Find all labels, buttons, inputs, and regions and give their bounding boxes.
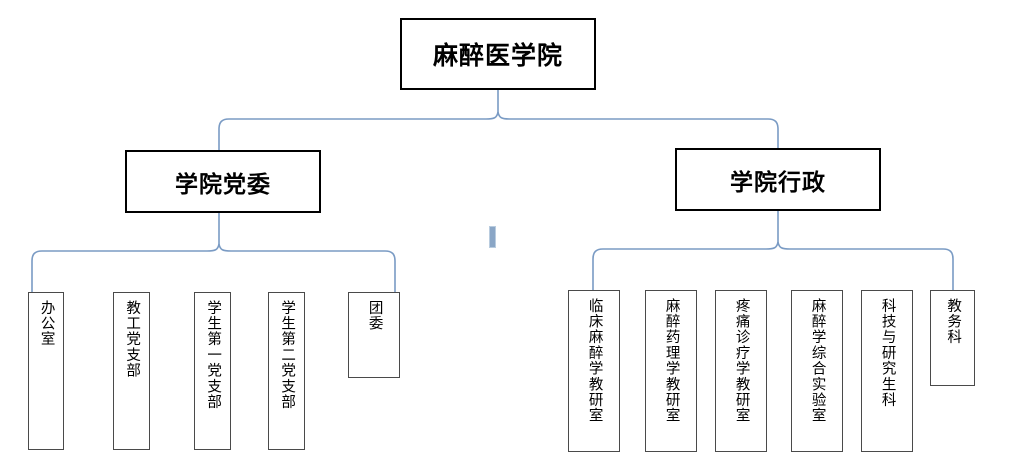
connector-administration-bus-left [592, 241, 779, 290]
node-student-first-party-branch[interactable]: 学生第一党支部 [194, 292, 231, 450]
node-party-committee-label: 学院党委 [175, 171, 271, 197]
node-anesthetic-pharmacology-teaching-room-label: 麻醉药理学教研室 [663, 298, 680, 424]
node-student-first-party-branch-label: 学生第一党支部 [205, 300, 222, 410]
stray-mark [489, 226, 496, 248]
node-academic-affairs-section[interactable]: 教务科 [930, 290, 975, 386]
node-anesthesiology-comprehensive-laboratory-label: 麻醉学综合实验室 [809, 298, 826, 424]
node-administration[interactable]: 学院行政 [675, 148, 881, 211]
node-office-label: 办公室 [38, 300, 55, 348]
node-academic-affairs-section-label: 教务科 [945, 298, 962, 346]
connector-root-to-party-committee [218, 111, 499, 150]
connector-party-committee-bus-left [31, 243, 220, 292]
node-clinical-anesthesiology-teaching-room-label: 临床麻醉学教研室 [586, 298, 603, 424]
node-pain-diagnosis-treatment-teaching-room[interactable]: 疼痛诊疗学教研室 [715, 290, 767, 452]
node-clinical-anesthesiology-teaching-room[interactable]: 临床麻醉学教研室 [568, 290, 620, 452]
node-office[interactable]: 办公室 [28, 292, 64, 450]
node-pain-diagnosis-treatment-teaching-room-label: 疼痛诊疗学教研室 [733, 298, 750, 424]
node-student-second-party-branch-label: 学生第二党支部 [279, 300, 296, 410]
connector-party-committee-bus-right [218, 243, 396, 292]
node-party-committee[interactable]: 学院党委 [125, 150, 321, 213]
node-anesthetic-pharmacology-teaching-room[interactable]: 麻醉药理学教研室 [645, 290, 697, 452]
connector-root-to-administration [497, 111, 779, 148]
node-faculty-party-branch-label: 教工党支部 [124, 300, 141, 379]
node-science-technology-graduate-section[interactable]: 科技与研究生科 [861, 290, 913, 452]
node-student-second-party-branch[interactable]: 学生第二党支部 [268, 292, 305, 450]
node-root[interactable]: 麻醉医学院 [400, 18, 596, 90]
node-root-label: 麻醉医学院 [432, 43, 563, 70]
node-youth-league-committee-label: 团委 [366, 300, 383, 332]
connector-administration-bus-right [777, 241, 954, 290]
node-anesthesiology-comprehensive-laboratory[interactable]: 麻醉学综合实验室 [791, 290, 843, 452]
node-administration-label: 学院行政 [730, 169, 826, 195]
node-faculty-party-branch[interactable]: 教工党支部 [113, 292, 150, 450]
node-youth-league-committee[interactable]: 团委 [348, 292, 400, 378]
node-science-technology-graduate-section-label: 科技与研究生科 [879, 298, 896, 408]
